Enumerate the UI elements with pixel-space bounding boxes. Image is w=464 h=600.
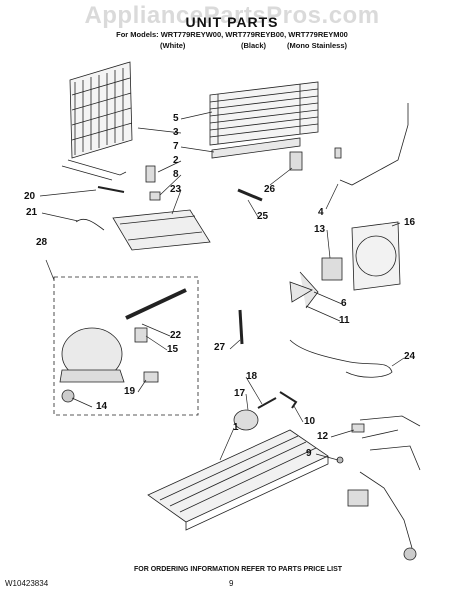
watermark-text: AppliancePartsPros.com [84,2,380,29]
base-frame-drawing [147,429,329,523]
callout-1: 1 [233,422,239,433]
callout-22: 22 [170,330,182,341]
leader-lines [39,111,405,461]
part-27-drawing [238,309,244,345]
fan-blade-drawing [289,271,319,309]
part-25-drawing [237,188,263,202]
callout-5: 5 [173,113,179,124]
part-19-drawing [143,371,159,383]
callout-6: 6 [341,298,347,309]
page-title: UNIT PARTS [185,14,279,30]
wire-4-drawing [339,103,409,186]
callout-19: 19 [124,386,136,397]
callout-26: 26 [264,184,276,195]
part-18-drawing [257,397,277,409]
callout-20: 20 [24,191,36,202]
part-26-drawing [289,151,303,171]
callout-12: 12 [317,431,329,442]
callout-11: 11 [339,315,350,326]
callout-18: 18 [246,371,258,382]
callout-9: 9 [306,448,312,459]
part-15-drawing [134,327,148,343]
variant-white: (White) [160,41,186,50]
callout-13: 13 [314,224,326,235]
callout-16: 16 [404,217,416,228]
callout-21: 21 [26,207,38,218]
variant-black: (Black) [241,41,267,50]
callout-23: 23 [170,184,182,195]
callout-3: 3 [173,127,179,138]
callout-27: 27 [214,342,226,353]
callout-25: 25 [257,211,269,222]
evaporator-drawing [209,81,319,159]
part-22-drawing [125,288,187,320]
models-line: For Models: WRT779REYW00, WRT779REYB00, … [116,30,348,39]
callout-10: 10 [304,416,316,427]
drain-pan-drawing [112,209,211,251]
fan-shroud-drawing [351,221,401,291]
callout-7: 7 [173,141,179,152]
callout-28: 28 [36,237,48,248]
callout-15: 15 [167,344,179,355]
callout-24: 24 [404,351,416,362]
callout-17: 17 [234,388,246,399]
compressor-group-box [53,276,199,416]
callout-14: 14 [96,401,108,412]
part-2-drawing [145,165,156,183]
part-8-drawing [149,191,161,201]
callout-2: 2 [173,155,179,166]
part-17-drawing [233,409,259,431]
part-10-drawing [279,391,298,409]
fan-motor-drawing [321,257,343,281]
part-24-drawing [289,339,393,378]
part-21-drawing [75,218,105,231]
doc-number: W10423834 [5,579,49,588]
callout-8: 8 [173,169,179,180]
condenser-coil-drawing [61,61,133,181]
page-number: 9 [229,579,234,588]
wire-harness-drawing [359,415,421,549]
callout-4: 4 [318,207,324,218]
part-20-drawing [97,186,125,193]
ordering-note: FOR ORDERING INFORMATION REFER TO PARTS … [134,566,343,573]
variant-mono-stainless: (Mono Stainless) [287,41,348,50]
